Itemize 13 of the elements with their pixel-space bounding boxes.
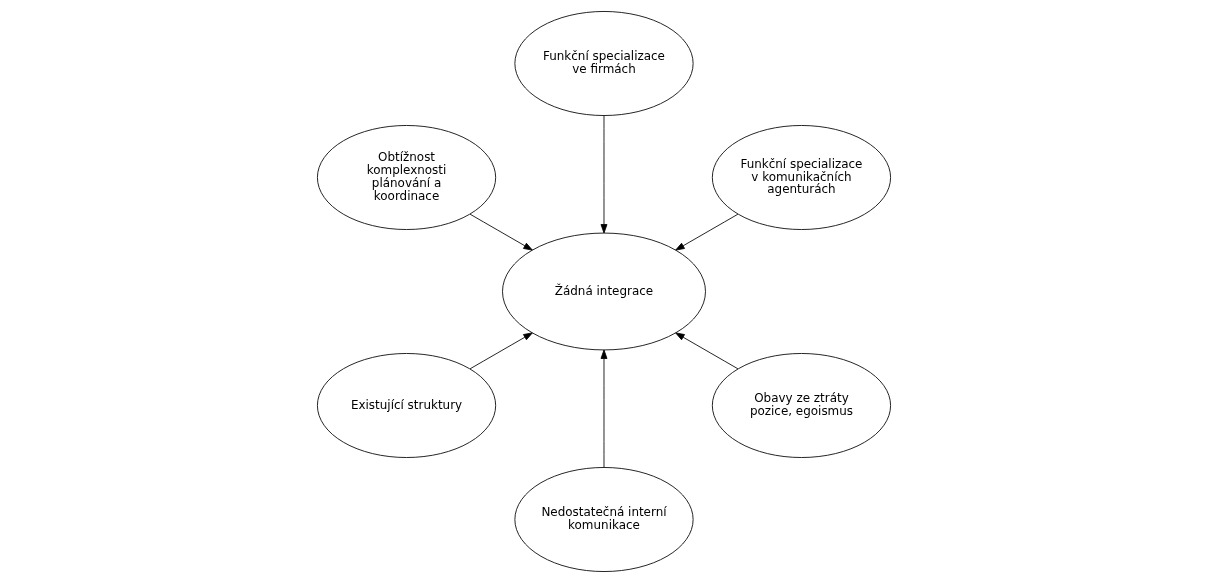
arrow	[600, 349, 608, 468]
arrow	[600, 115, 608, 234]
arrow	[469, 332, 533, 370]
node-ellipse: Funkční specializace v komunikačních agenturách	[711, 125, 891, 230]
node-ellipse: Existující struktury	[317, 353, 497, 458]
node-ellipse: Žádná integrace	[502, 232, 706, 351]
node-ellipse: Nedostatečná interní komunikace	[514, 467, 694, 572]
arrow	[675, 332, 739, 370]
arrow	[469, 213, 533, 251]
node-ellipse: Obavy ze ztráty pozice, egoismus	[711, 353, 891, 458]
node-ellipse: Obtížnost komplexnosti plánování a koordinace	[317, 125, 497, 230]
arrow	[675, 213, 739, 251]
node-ellipse: Funkční specializace ve firmách	[514, 11, 694, 116]
